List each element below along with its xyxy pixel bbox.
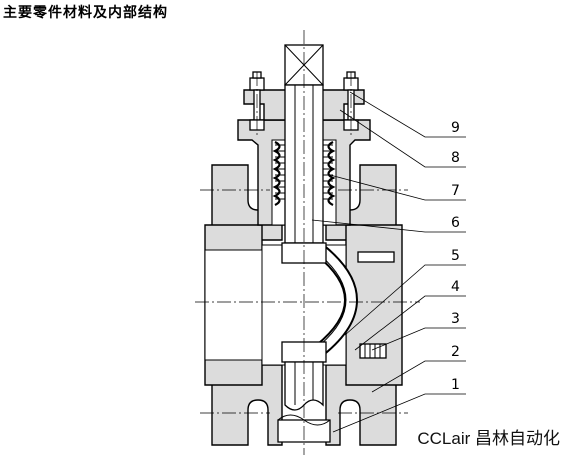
label-6: 6 [451,215,460,231]
label-7: 7 [451,183,460,199]
label-4: 4 [451,279,460,295]
page-title: 主要零件材料及内部结构 [3,5,168,21]
watermark-logo: CCLair 昌林自动化 [417,429,560,448]
packing-rings [272,141,336,206]
label-5: 5 [451,248,460,264]
label-8: 8 [451,150,460,166]
label-1: 1 [451,377,460,393]
v-ball [281,242,358,363]
label-2: 2 [451,344,460,360]
part-labels: 9 8 7 6 5 4 3 2 1 [451,120,460,393]
label-9: 9 [451,120,460,136]
seat-retainer [357,251,395,359]
leader-lines [311,91,466,433]
label-3: 3 [451,311,460,327]
